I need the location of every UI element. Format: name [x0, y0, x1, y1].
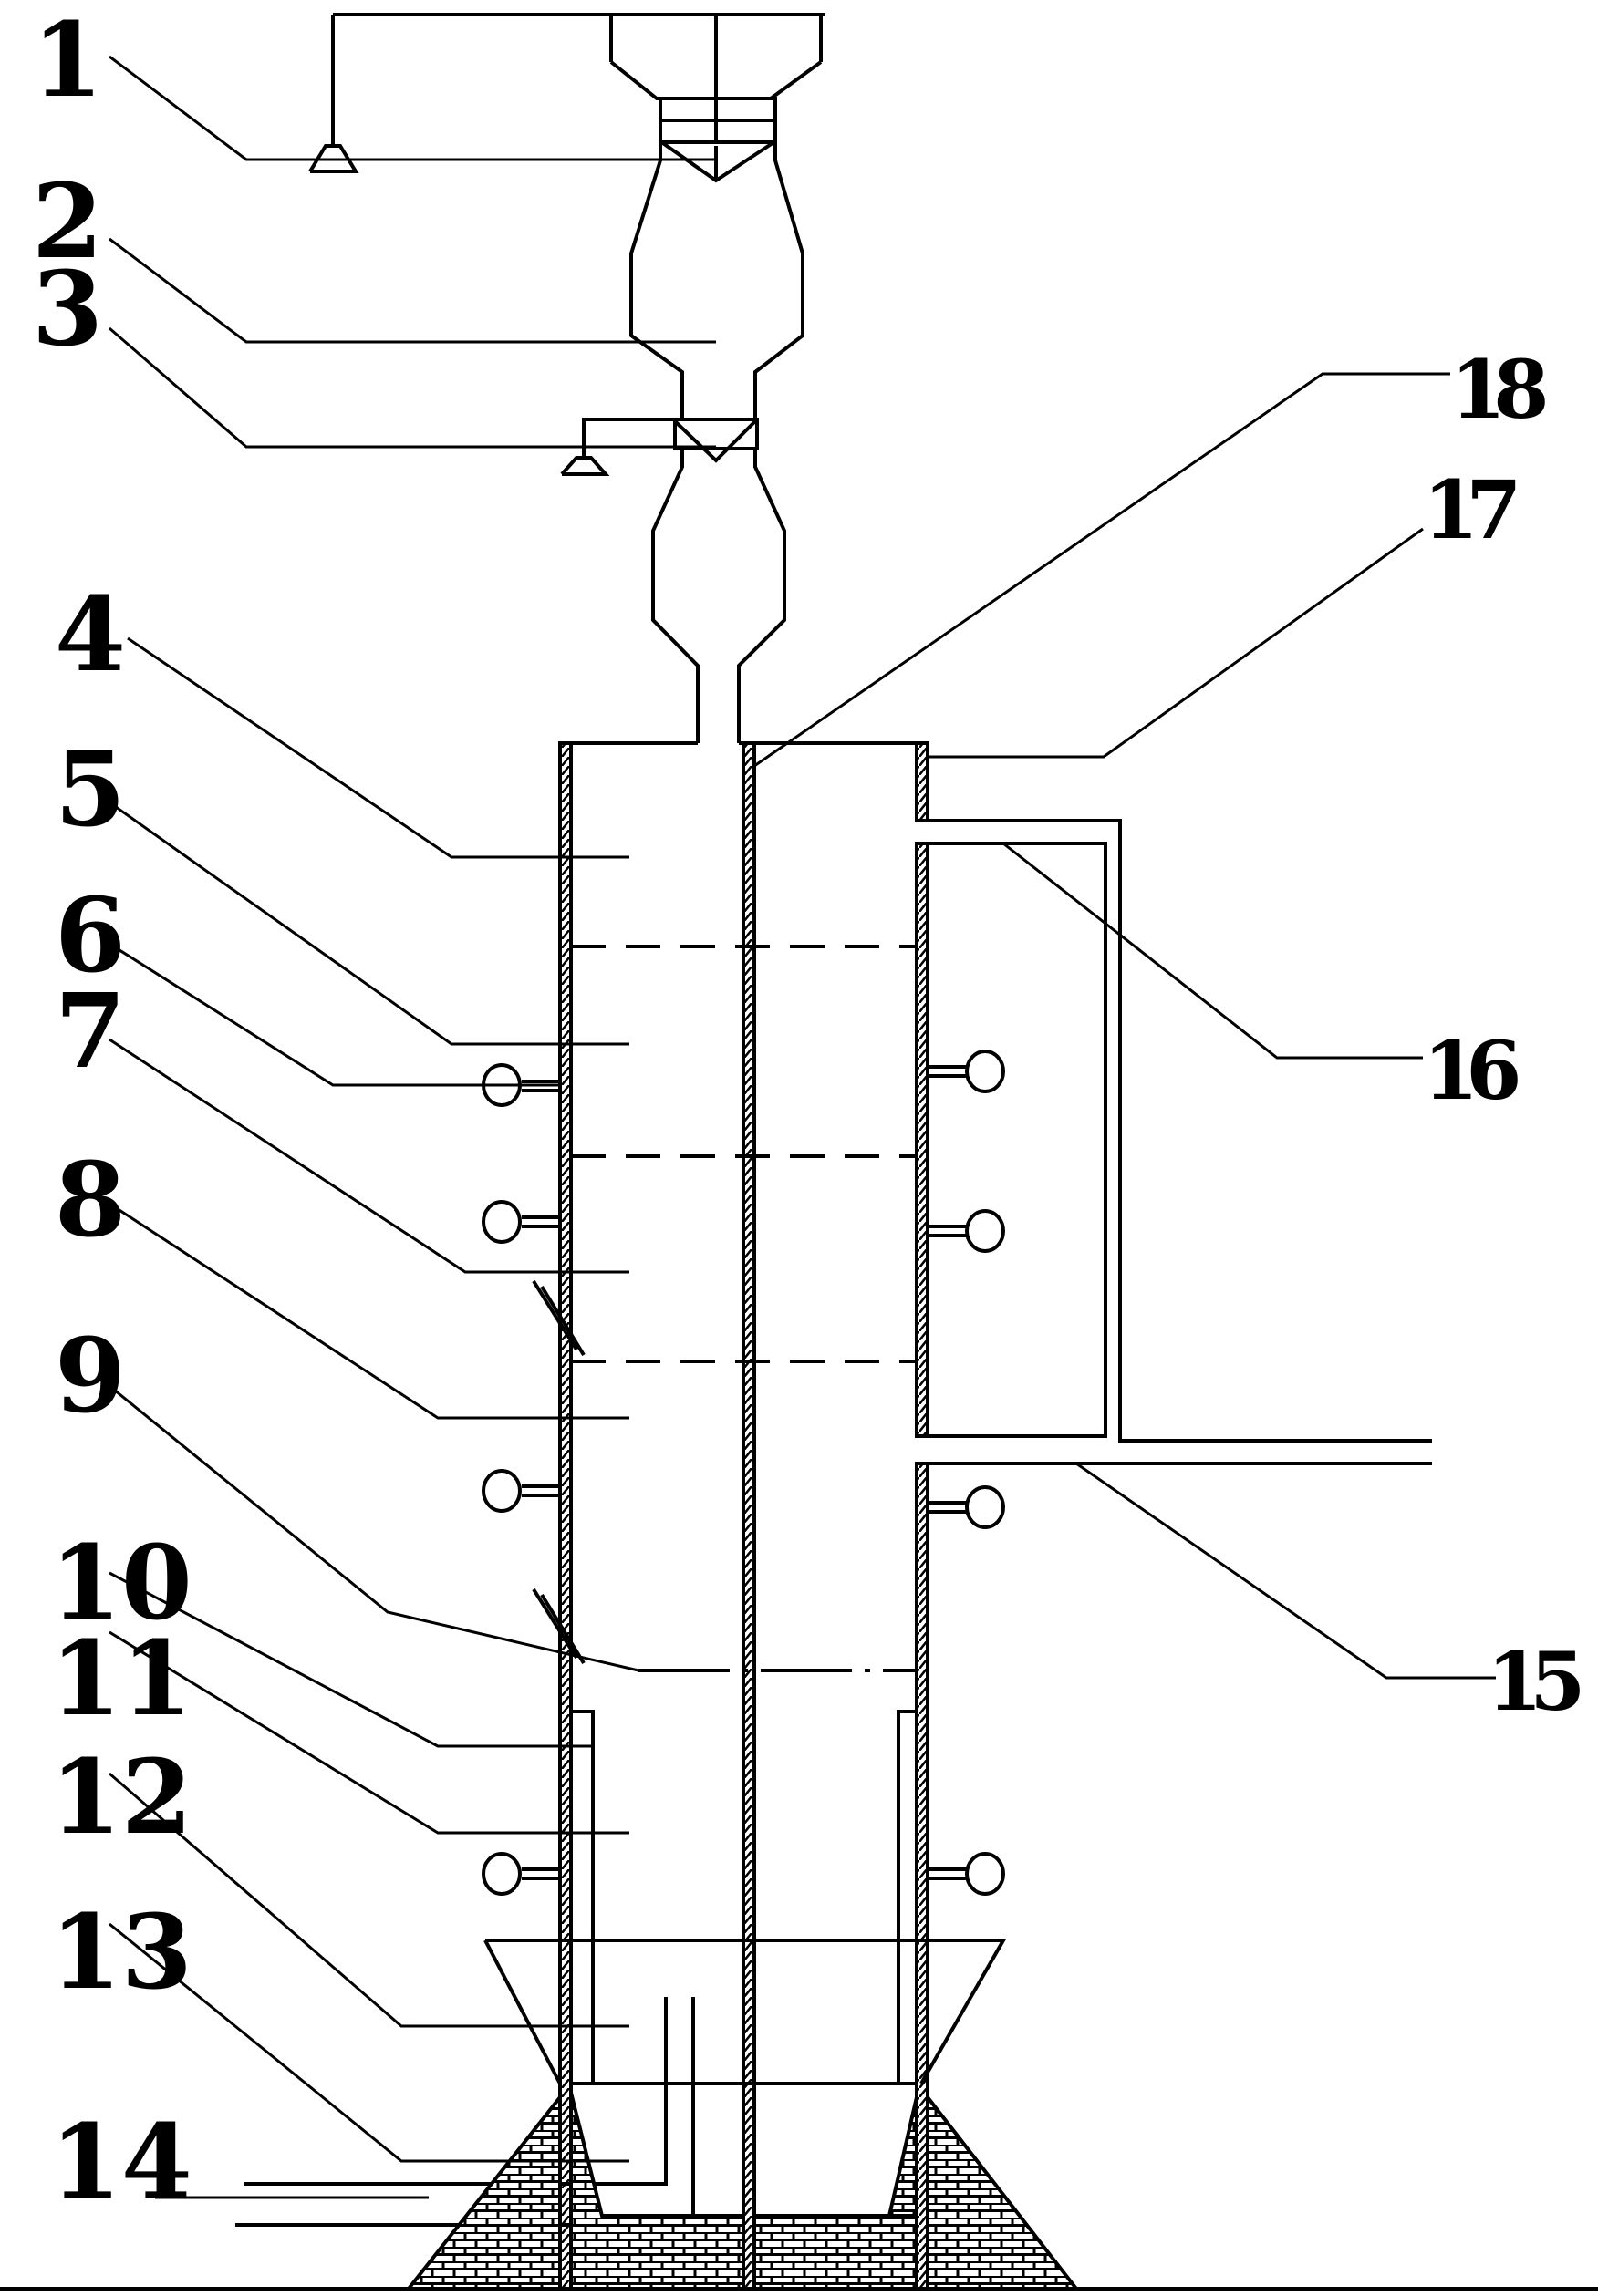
probe-upper [532, 1279, 578, 1351]
label-8: 8 [55, 1141, 126, 1260]
top-feed-assembly [308, 13, 825, 183]
label-16: 16 [1423, 1023, 1518, 1118]
label-18: 18 [1450, 342, 1545, 437]
label-15: 15 [1487, 1634, 1580, 1729]
inner-sleeve-left [571, 1710, 595, 2084]
burners-left [482, 1063, 560, 1896]
stage-dividers [571, 945, 917, 1363]
second-feed-assembly [560, 418, 759, 476]
outer-wall-left [558, 741, 573, 2291]
label-6: 6 [55, 876, 126, 996]
label-7: 7 [55, 972, 126, 1091]
side-duct [928, 819, 1432, 1443]
label-4: 4 [55, 575, 126, 695]
label-9: 9 [55, 1317, 126, 1436]
outer-wall-right-mid [915, 842, 929, 1438]
upper-separator [629, 142, 804, 419]
central-tube [742, 741, 756, 2291]
label-2: 2 [32, 162, 103, 282]
label-13: 13 [50, 1893, 192, 2012]
probe-lower [532, 1588, 578, 1660]
label-11: 11 [50, 1619, 192, 1739]
label-1: 1 [32, 1, 103, 120]
label-12: 12 [50, 1738, 192, 1857]
leader-lines [109, 55, 1496, 2163]
lower-separator [651, 449, 786, 743]
label-3: 3 [32, 250, 103, 369]
outer-wall-right-low [915, 1462, 929, 2291]
brick-bed [404, 2092, 1081, 2291]
label-14: 14 [50, 2103, 192, 2222]
pipe-13 [244, 1997, 668, 2186]
inner-sleeve-right [897, 1710, 917, 2084]
label-10: 10 [50, 1524, 192, 1643]
funnel [485, 1939, 1007, 2084]
pipe-14 [235, 1997, 695, 2227]
label-17: 17 [1423, 462, 1515, 557]
outer-wall-right-top [915, 741, 929, 822]
burners-right [928, 1050, 1005, 1896]
label-5: 5 [55, 730, 126, 850]
